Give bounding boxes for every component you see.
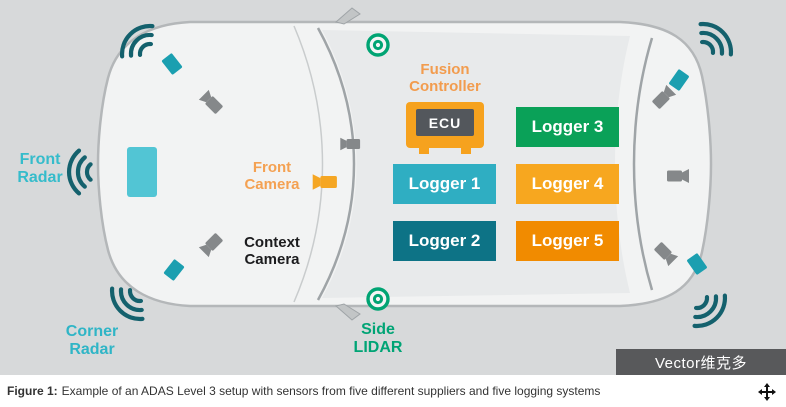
front-camera-label: Front Camera <box>244 159 300 194</box>
lidar-sensor-icon <box>366 33 390 57</box>
wifi-signal-icon <box>692 17 737 62</box>
logger-box: Logger 2 <box>393 221 496 261</box>
logger-box: Logger 1 <box>393 164 496 204</box>
hood-crease-line <box>293 25 324 303</box>
ecu-box: ECU <box>416 109 474 136</box>
logger-box: Logger 3 <box>516 107 619 147</box>
logger-box: Logger 5 <box>516 221 619 261</box>
lidar-sensor-icon <box>366 287 390 311</box>
logger-box: Logger 4 <box>516 164 619 204</box>
figure-caption-label: Figure 1: <box>7 384 58 398</box>
front-radar-block <box>127 147 157 197</box>
fusion-controller-label: Fusion Controller <box>409 61 481 96</box>
side-lidar-label: Side LIDAR <box>353 321 403 357</box>
side-mirror-top <box>334 7 361 25</box>
windshield-line <box>316 27 356 301</box>
camera-icon <box>340 137 361 151</box>
front-camera-icon <box>312 174 337 190</box>
figure-caption-text: Example of an ADAS Level 3 setup with se… <box>61 384 601 398</box>
rear-window-line <box>632 37 654 291</box>
context-camera-label: Context Camera <box>244 234 300 269</box>
move-cursor-icon <box>758 383 776 401</box>
figure-caption: Figure 1: Example of an ADAS Level 3 set… <box>0 375 786 407</box>
side-mirror-bottom <box>334 303 361 321</box>
vector-watermark: Vector维克多 <box>616 349 786 375</box>
front-radar-label: Front Radar <box>17 151 63 187</box>
camera-icon <box>667 169 689 183</box>
corner-radar-label: Corner Radar <box>65 323 119 359</box>
wifi-signal-icon <box>686 287 731 332</box>
